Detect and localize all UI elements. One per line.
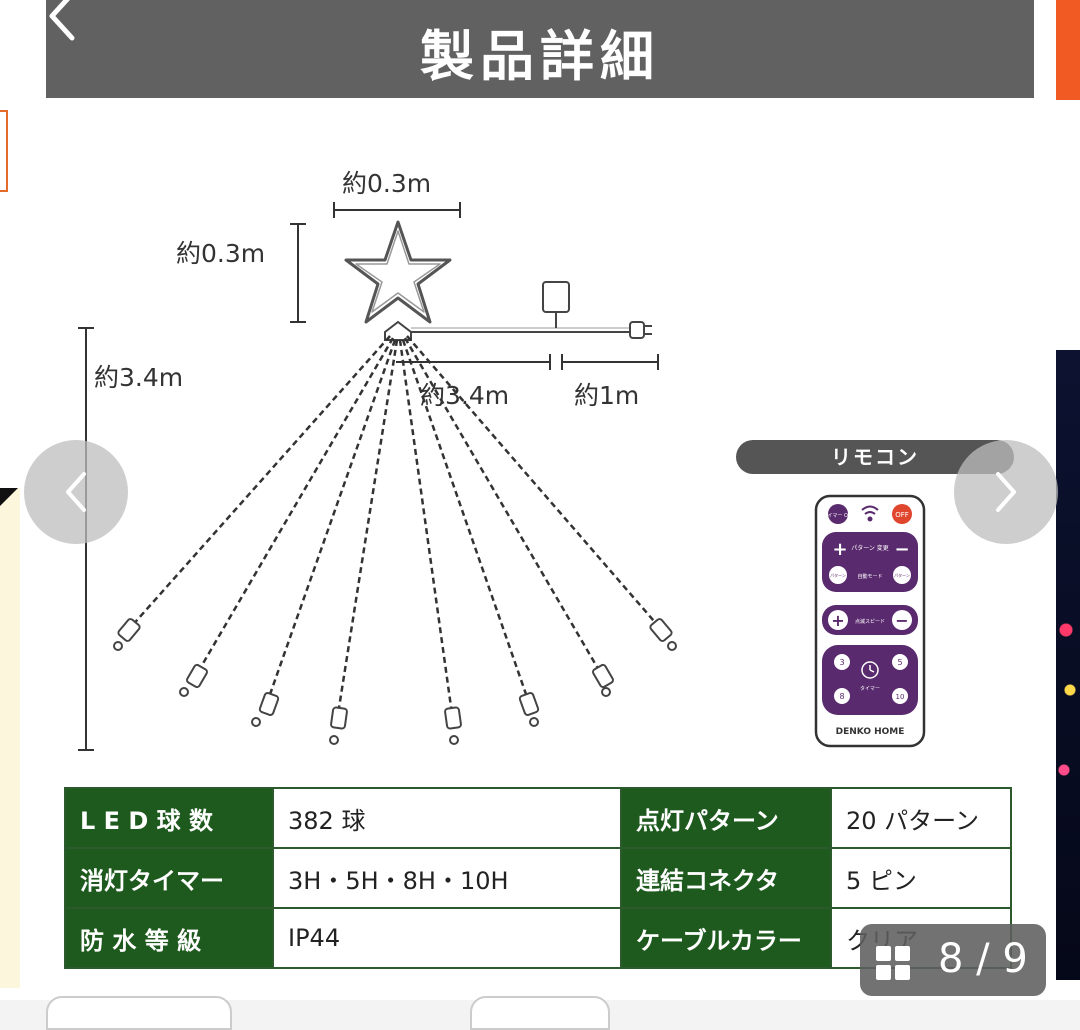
next-slide-peek	[1056, 0, 1080, 1000]
spec-value: 5 ピン	[830, 847, 1012, 909]
section-header: 製品詳細	[46, 0, 1034, 98]
lead-length-dimension: 約1m	[561, 354, 659, 410]
svg-text:3: 3	[839, 658, 844, 667]
controller-and-plug	[411, 281, 652, 339]
slide-counter-text: 8 / 9	[938, 936, 1028, 982]
product-diagram: 約0.3m 約0.3m 約3.4m	[78, 169, 926, 751]
string-end-connectors	[113, 618, 677, 745]
star-hub	[384, 320, 412, 341]
spec-value: 3H・5H・8H・10H	[272, 847, 622, 909]
svg-text:点滅スピード: 点滅スピード	[855, 618, 885, 625]
table-row: 消灯タイマー 3H・5H・8H・10H 連結コネクタ 5 ピン	[64, 847, 1012, 909]
light-strings	[129, 335, 661, 715]
gallery-counter[interactable]: 8 / 9	[860, 924, 1046, 996]
spec-key: 点灯パターン	[620, 787, 832, 849]
table-row: L E D 球 数 382 球 点灯パターン 20 パターン	[64, 787, 1012, 849]
svg-text:10: 10	[896, 693, 905, 701]
spec-key: 消灯タイマー	[64, 847, 274, 909]
gallery-grid-icon	[876, 946, 910, 980]
star-height-dimension: 約0.3m	[176, 223, 306, 323]
star-shape	[344, 220, 452, 324]
remote-control: タイマー OFF OFF + − パターン 変更 パターン 自動モード パターン…	[814, 494, 926, 748]
spec-key: L E D 球 数	[64, 787, 274, 849]
svg-text:−: −	[895, 611, 908, 630]
star-height-label: 約0.3m	[176, 239, 265, 268]
svg-text:パターン: パターン	[894, 572, 910, 578]
spec-value: IP44	[272, 907, 622, 969]
string-length-dimension: 約3.4m	[396, 354, 551, 410]
next-arrow-icon	[996, 472, 1016, 512]
total-height-label: 約3.4m	[94, 363, 183, 392]
clock-icon	[861, 661, 879, 679]
svg-text:−: −	[894, 539, 909, 560]
prev-arrow-icon	[66, 472, 86, 512]
spec-value: 382 球	[272, 787, 622, 849]
svg-text:タイマー OFF: タイマー OFF	[822, 512, 853, 519]
lead-length-label: 約1m	[574, 381, 639, 410]
back-icon[interactable]	[30, 0, 90, 46]
gallery-viewer: 製品詳細 約0.3m 約0.3m	[0, 0, 1080, 1000]
power-off-button	[892, 504, 912, 524]
bottom-tab[interactable]	[470, 996, 610, 1030]
bottom-tab[interactable]	[46, 996, 232, 1030]
spec-key: 連結コネクタ	[620, 847, 832, 909]
svg-text:5: 5	[897, 658, 902, 667]
star-width-dimension: 約0.3m	[333, 169, 461, 218]
svg-text:+: +	[832, 539, 847, 560]
wifi-icon	[861, 505, 879, 522]
spec-key: 防 水 等 級	[64, 907, 274, 969]
next-slide-button[interactable]	[954, 440, 1058, 544]
spec-key: ケーブルカラー	[620, 907, 832, 969]
prev-slide-button[interactable]	[24, 440, 128, 544]
svg-text:パターン 変更: パターン 変更	[851, 544, 889, 552]
timer-off-button	[828, 504, 848, 524]
svg-text:パターン: パターン	[830, 572, 846, 578]
page-title: 製品詳細	[420, 25, 660, 88]
string-length-label: 約3.4m	[420, 381, 509, 410]
svg-text:OFF: OFF	[895, 511, 909, 519]
remote-brand: DENKO HOME	[836, 727, 905, 737]
star-width-label: 約0.3m	[342, 169, 431, 198]
spec-value: 20 パターン	[830, 787, 1012, 849]
svg-text:8: 8	[839, 692, 844, 701]
svg-text:自動モード: 自動モード	[857, 573, 882, 580]
svg-text:+: +	[831, 611, 844, 630]
previous-slide-peek	[0, 0, 20, 1000]
svg-text:タイマー: タイマー	[860, 685, 880, 692]
